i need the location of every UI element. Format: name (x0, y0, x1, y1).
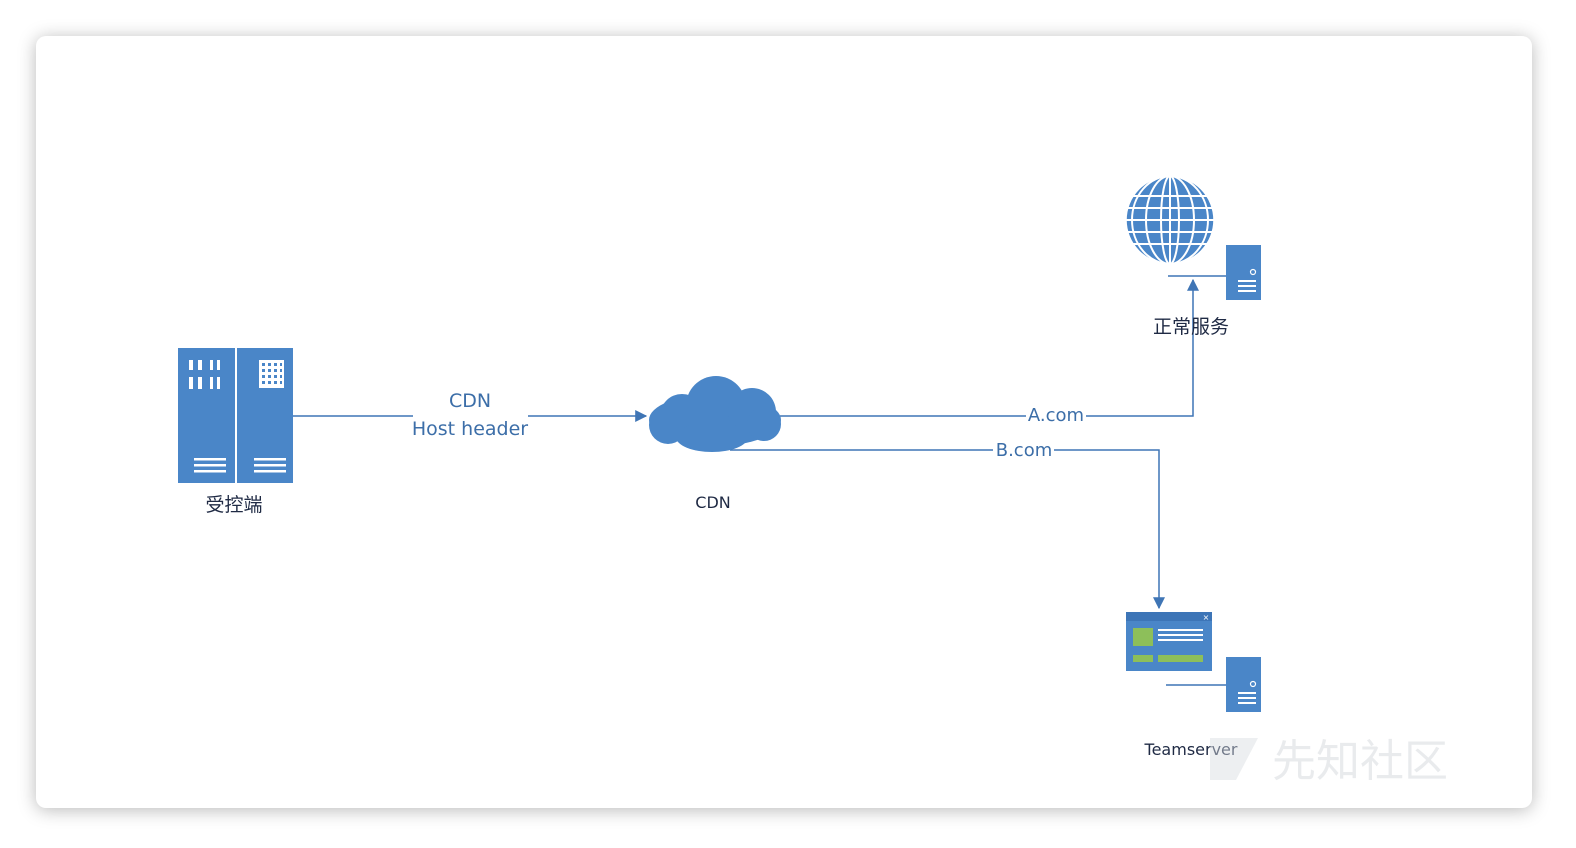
node-client: 受控端 (178, 348, 293, 516)
server-tower-icon (1226, 245, 1261, 300)
svg-text:×: × (1203, 613, 1210, 622)
globe-icon (1125, 175, 1215, 265)
watermark: 先知社区 (1210, 736, 1448, 787)
cloud-icon (649, 376, 781, 452)
node-label-cdn: CDN (695, 493, 730, 512)
node-label-client: 受控端 (205, 494, 262, 516)
node-cdn: CDN (649, 376, 781, 512)
node-teamserver: × Teamserver (1126, 612, 1261, 759)
node-normal-service: 正常服务 (1125, 175, 1261, 338)
edge-client-to-cdn: CDN Host header (293, 390, 648, 440)
server-tower-icon (1226, 657, 1261, 712)
edge-cdn-to-normal-service: A.com (780, 278, 1199, 426)
watermark-logo-icon (1210, 738, 1258, 780)
node-label-teamserver: Teamserver (1144, 740, 1238, 759)
edge-cdn-to-teamserver: B.com (730, 440, 1165, 610)
node-label-normal-service: 正常服务 (1153, 316, 1229, 338)
edge-label-a-com: A.com (1028, 405, 1084, 426)
edge-label-cdn: CDN (449, 390, 491, 412)
watermark-text: 先知社区 (1272, 736, 1448, 787)
web-window-icon: × (1126, 612, 1212, 671)
edge-label-host-header: Host header (412, 418, 528, 440)
edge-label-b-com: B.com (996, 440, 1053, 461)
server-rack-icon (178, 348, 293, 483)
